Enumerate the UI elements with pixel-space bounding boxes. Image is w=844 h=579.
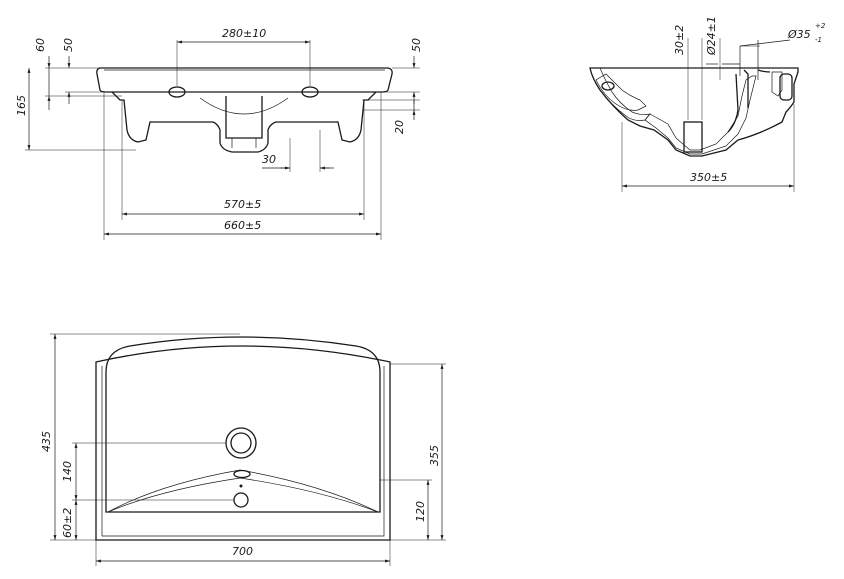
- front-rim-outline: [96, 67, 393, 93]
- dim-height-20: 20: [393, 120, 406, 134]
- front-view: 280±10 60 50 165 50 20 30: [15, 27, 423, 240]
- side-view: 30±2 Ø24±1 Ø35 +2 -1 350±5: [589, 16, 826, 192]
- dim-overflow-tol-lower: -1: [815, 36, 822, 44]
- top-overflow-slot: [233, 469, 251, 479]
- dim-drain-30: 30: [262, 153, 276, 166]
- dim-depth-355: 355: [428, 445, 441, 466]
- dim-depth-350: 350±5: [690, 171, 727, 184]
- dim-drain-140: 140: [61, 461, 74, 482]
- front-basin-body: [111, 91, 377, 153]
- dim-width-700: 700: [232, 545, 253, 558]
- dim-height-50-right: 50: [410, 38, 423, 52]
- dim-height-165: 165: [15, 95, 28, 116]
- dim-overflow-dia: Ø35: [787, 28, 811, 41]
- dim-tap-hole-dia: Ø24±1: [705, 16, 718, 56]
- dim-outer-width: 660±5: [224, 219, 261, 232]
- side-overflow-channel: [595, 73, 647, 111]
- side-section-hatch-bottom: [644, 75, 757, 155]
- top-tap-hole: [233, 492, 249, 508]
- right-tap-hole: [301, 86, 319, 98]
- dim-depth-120: 120: [414, 501, 427, 522]
- left-tap-hole: [168, 86, 186, 98]
- dim-overflow-tol-upper: +2: [815, 22, 826, 30]
- dim-inner-width: 570±5: [224, 198, 261, 211]
- dim-height-50-left: 50: [62, 38, 75, 52]
- dim-tap-hole-offset: 30±2: [673, 25, 686, 55]
- side-drain-neck: [683, 121, 703, 153]
- dim-height-60: 60: [34, 38, 47, 52]
- dim-depth-435: 435: [40, 431, 53, 452]
- front-drain-outlet: [225, 96, 263, 139]
- dim-edge-60: 60±2: [61, 508, 74, 538]
- top-inner-bowl: [105, 336, 381, 513]
- dim-hole-spacing: 280±10: [222, 27, 266, 40]
- top-outer-contour: [95, 345, 391, 541]
- side-overflow-tube: [779, 73, 793, 101]
- top-view: 435 140 60±2 355 120 700: [40, 333, 446, 566]
